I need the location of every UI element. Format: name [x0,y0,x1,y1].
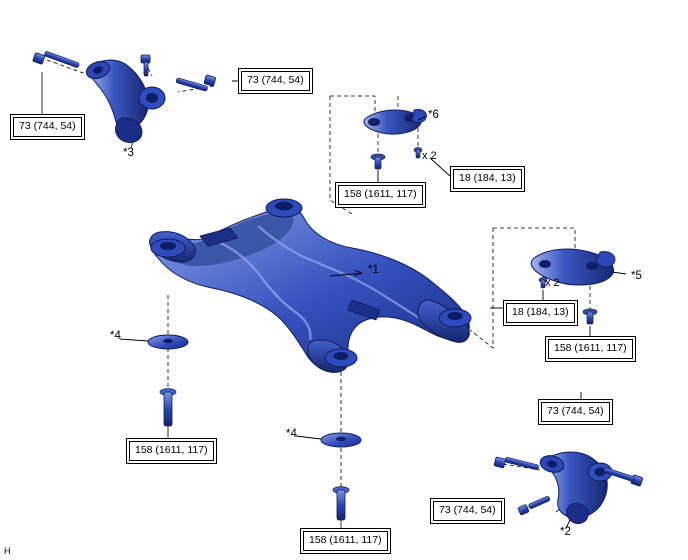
torque-spec-box: 73 (744, 54) [430,498,505,524]
part-4-washer-center [295,432,362,448]
torque-spec-label: 73 (744, 54) [541,402,610,422]
torque-spec-box: 158 (1611, 117) [300,528,391,554]
page-corner-mark: H [4,546,11,556]
torque-leader-lines [232,80,591,505]
torque-spec-label: 158 (1611, 117) [129,441,214,461]
callout-part-1: *1 [368,264,379,276]
callout-part-3: *3 [123,147,134,159]
torque-spec-label: 73 (744, 54) [241,71,310,91]
torque-spec-box: 18 (184, 13) [450,166,525,192]
callout-part-4-left: *4 [110,330,121,342]
torque-spec-box: 73 (744, 54) [10,114,85,140]
callout-part-5: *5 [631,270,642,282]
torque-spec-box: 18 (184, 13) [503,300,578,326]
callout-part-4-center: *4 [286,428,297,440]
torque-spec-label: 158 (1611, 117) [548,339,633,359]
torque-spec-box: 158 (1611, 117) [335,182,426,208]
callout-part-2: *2 [560,526,571,538]
torque-spec-box: 158 (1611, 117) [126,438,217,464]
part-2-control-arm [493,451,644,529]
quantity-label-upper: x 2 [422,150,437,162]
torque-spec-label: 158 (1611, 117) [303,531,388,551]
torque-spec-box: 73 (744, 54) [538,399,613,425]
torque-spec-label: 18 (184, 13) [453,169,522,189]
torque-spec-label: 18 (184, 13) [506,303,575,323]
part-4-washer-left [119,334,189,350]
torque-spec-label: 158 (1611, 117) [338,185,423,205]
quantity-label-lower: x 2 [545,277,560,289]
long-bolt-left [159,388,177,427]
torque-spec-box: 158 (1611, 117) [545,336,636,362]
part-6-bracket [363,109,427,170]
callout-part-6: *6 [428,109,439,121]
torque-spec-label: 73 (744, 54) [13,117,82,137]
torque-spec-label: 73 (744, 54) [433,501,502,521]
long-bolt-center [332,486,350,521]
torque-spec-box: 73 (744, 54) [238,68,313,94]
part-1-suspension-member [149,198,472,373]
